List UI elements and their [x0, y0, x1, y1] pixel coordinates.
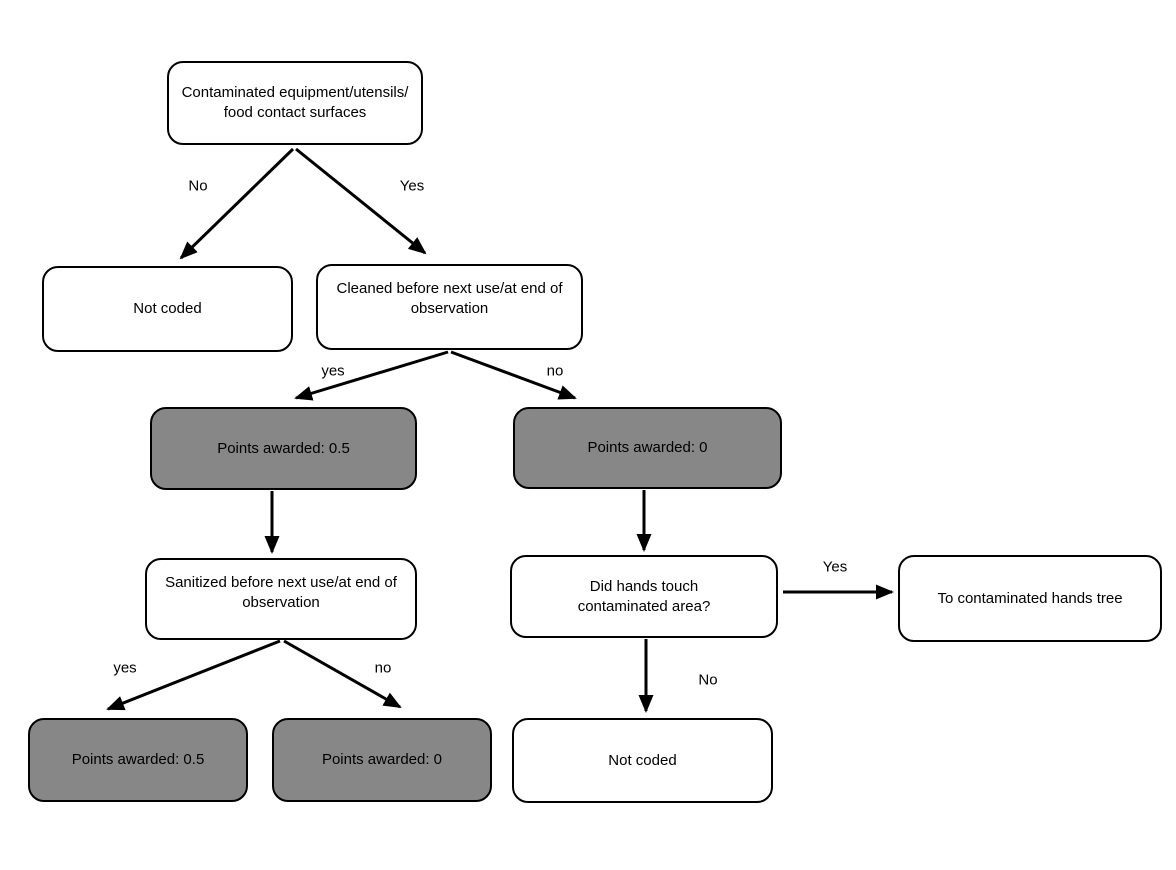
edge-label-cleaned-no: no	[546, 362, 564, 380]
node-contaminated-equipment: Contaminated equipment/utensils/ food co…	[167, 61, 423, 145]
node-points-awarded-0-lower: Points awarded: 0	[272, 718, 492, 802]
node-not-coded-bottom: Not coded	[512, 718, 773, 803]
edge-label-root-yes: Yes	[399, 177, 425, 195]
edge-label-hands-yes: Yes	[822, 558, 848, 576]
node-did-hands-touch: Did hands touch contaminated area?	[510, 555, 778, 638]
node-points-awarded-0-upper: Points awarded: 0	[513, 407, 782, 489]
node-cleaned-before-next-use: Cleaned before next use/at end of observ…	[316, 264, 583, 350]
edge-label-root-no: No	[188, 177, 208, 195]
edge-label-hands-no: No	[698, 671, 718, 689]
arrow-root-to-cleaned	[295, 147, 427, 255]
node-points-awarded-05-upper: Points awarded: 0.5	[150, 407, 417, 490]
edge-label-sanitized-no: no	[374, 659, 392, 677]
node-not-coded-left: Not coded	[42, 266, 293, 352]
node-sanitized-before-next-use: Sanitized before next use/at end of obse…	[145, 558, 417, 640]
node-to-contaminated-hands-tree: To contaminated hands tree	[898, 555, 1162, 642]
arrow-root-to-not-coded	[179, 147, 295, 260]
node-points-awarded-05-lower: Points awarded: 0.5	[28, 718, 248, 802]
edge-label-cleaned-yes: yes	[321, 362, 345, 380]
edge-label-sanitized-yes: yes	[113, 659, 137, 677]
arrow-cleaned-to-points05	[294, 350, 449, 401]
